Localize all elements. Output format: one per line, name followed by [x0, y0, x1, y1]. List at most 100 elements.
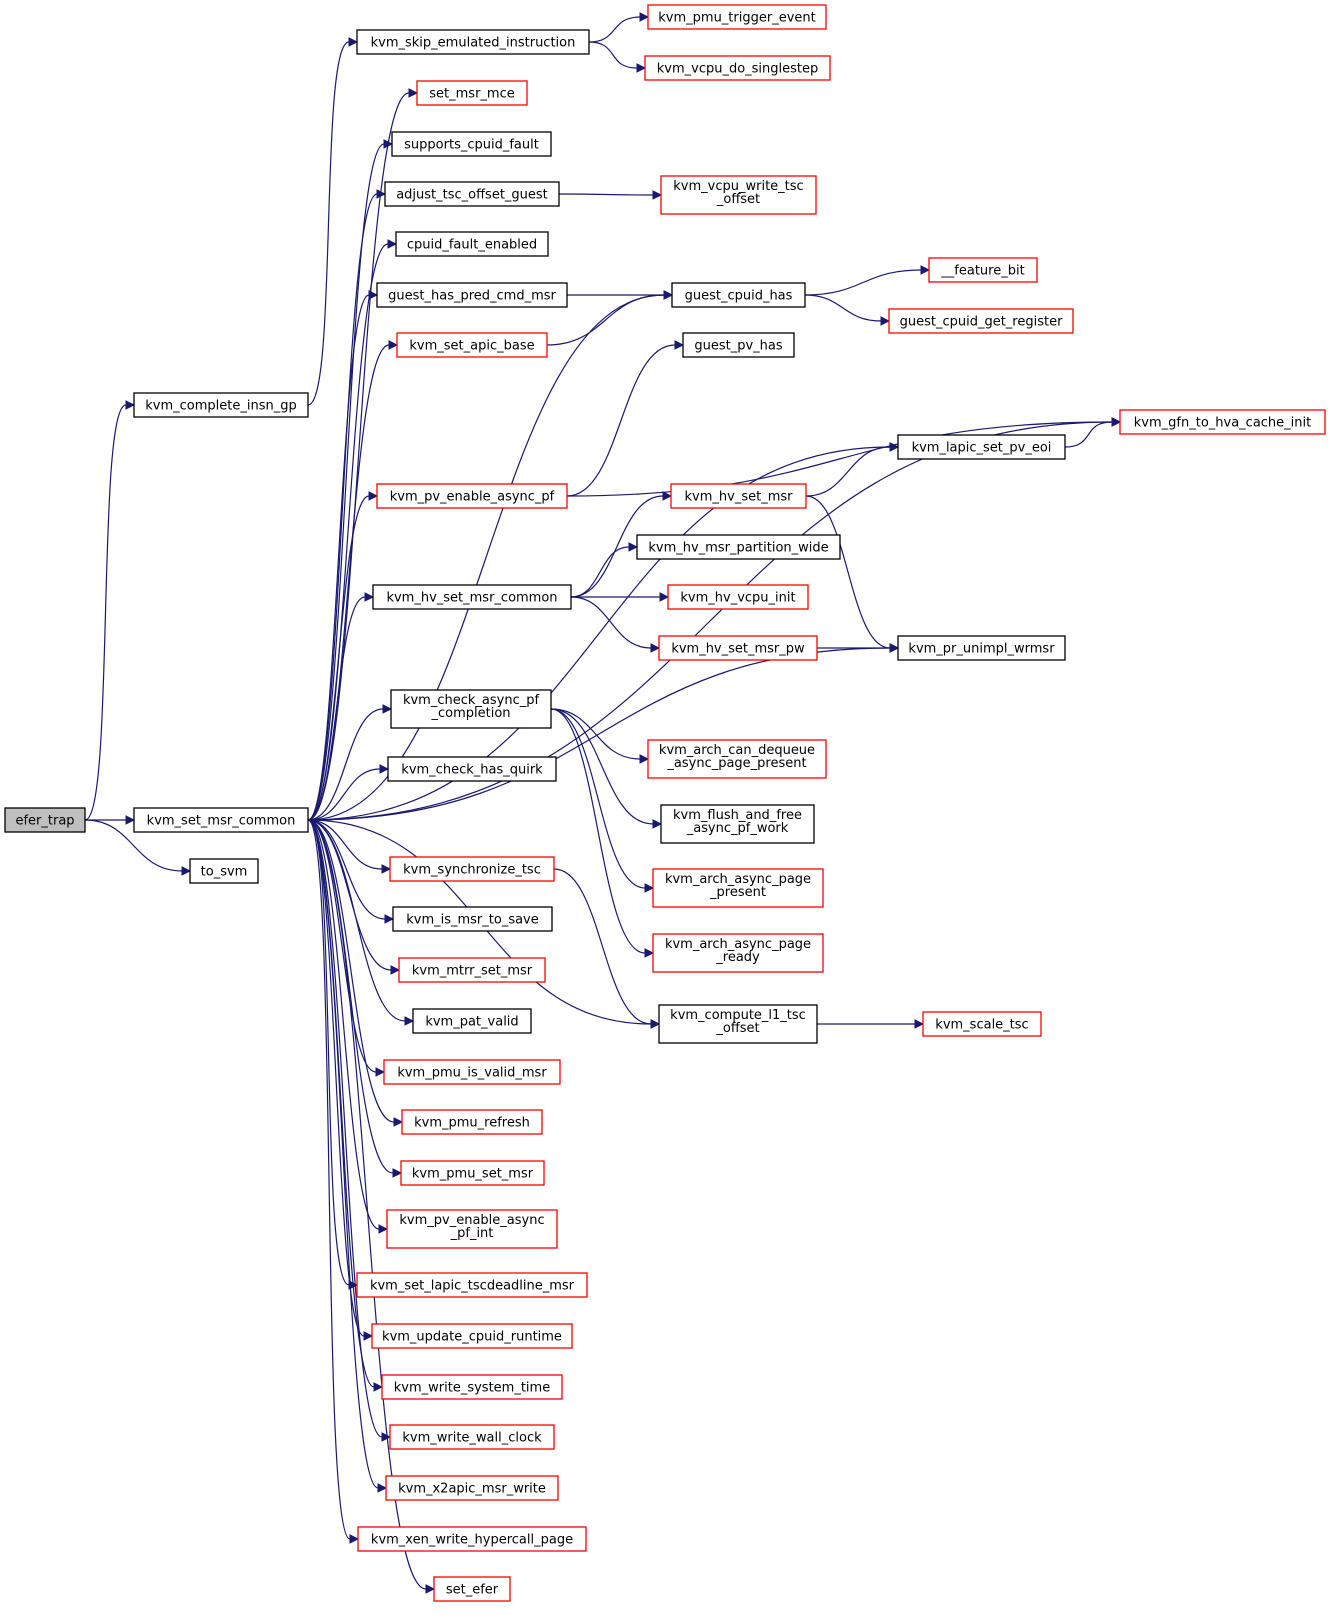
node-box [658, 635, 818, 661]
function-node-kvm-flush-and-free-async-pf-work[interactable]: kvm_flush_and_free_async_pf_work [660, 804, 815, 844]
node-label: kvm_check_has_quirk [401, 763, 543, 778]
function-node-kvm-pmu-set-msr[interactable]: kvm_pmu_set_msr [400, 1160, 545, 1186]
function-node-kvm-write-system-time[interactable]: kvm_write_system_time [381, 1374, 563, 1400]
function-node-kvm-gfn-to-hva-cache-init[interactable]: kvm_gfn_to_hva_cache_init [1119, 409, 1326, 435]
function-node-kvm-arch-async-page-ready[interactable]: kvm_arch_async_page_ready [652, 933, 824, 973]
function-node-kvm-hv-set-msr-pw[interactable]: kvm_hv_set_msr_pw [658, 635, 818, 661]
function-node-kvm-xen-write-hypercall-page[interactable]: kvm_xen_write_hypercall_page [357, 1526, 587, 1552]
function-node-guest-cpuid-get-register[interactable]: guest_cpuid_get_register [888, 308, 1074, 334]
node-box [652, 868, 824, 908]
function-node-adjust-tsc-offset-guest[interactable]: adjust_tsc_offset_guest [384, 181, 560, 207]
function-node-kvm-check-async-pf-completion[interactable]: kvm_check_async_pf_completion [390, 689, 552, 729]
function-node-kvm-compute-l1-tsc-offset[interactable]: kvm_compute_l1_tsc_offset [658, 1004, 818, 1044]
function-node-efer-trap[interactable]: efer_trap [4, 807, 86, 833]
function-node-kvm-scale-tsc[interactable]: kvm_scale_tsc [922, 1011, 1042, 1037]
function-node-kvm-pmu-trigger-event[interactable]: kvm_pmu_trigger_event [647, 4, 827, 30]
function-node-kvm-set-lapic-tscdeadline-msr[interactable]: kvm_set_lapic_tscdeadline_msr [356, 1272, 588, 1298]
node-label: kvm_write_wall_clock [402, 1431, 542, 1446]
node-label: set_msr_mce [429, 87, 514, 102]
function-node-kvm-pv-enable-async-pf[interactable]: kvm_pv_enable_async_pf [376, 483, 568, 509]
function-node-kvm-arch-can-dequeue-async-page-present[interactable]: kvm_arch_can_dequeue_async_page_present [647, 739, 827, 779]
function-node-kvm-update-cpuid-runtime[interactable]: kvm_update_cpuid_runtime [371, 1323, 573, 1349]
node-box [922, 1011, 1042, 1037]
node-box [647, 739, 827, 779]
function-node-kvm-lapic-set-pv-eoi[interactable]: kvm_lapic_set_pv_eoi [897, 434, 1066, 460]
function-node-kvm-pat-valid[interactable]: kvm_pat_valid [412, 1008, 532, 1034]
node-label: kvm_mtrr_set_msr [412, 964, 533, 979]
call-edge [570, 542, 639, 598]
function-node-kvm-mtrr-set-msr[interactable]: kvm_mtrr_set_msr [398, 957, 546, 983]
function-node-kvm-hv-set-msr[interactable]: kvm_hv_set_msr [670, 483, 807, 509]
function-node-guest-cpuid-has[interactable]: guest_cpuid_has [671, 282, 806, 308]
function-node-supports-cpuid-fault[interactable]: supports_cpuid_fault [391, 131, 552, 157]
function-node-guest-has-pred-cmd-msr[interactable]: guest_has_pred_cmd_msr [376, 282, 568, 308]
function-node-kvm-write-wall-clock[interactable]: kvm_write_wall_clock [389, 1424, 555, 1450]
call-edge [805, 442, 900, 497]
node-box [133, 392, 309, 418]
node-label: kvm_scale_tsc [935, 1018, 1028, 1033]
node-box [667, 584, 809, 610]
function-node-kvm-x2apic-msr-write[interactable]: kvm_x2apic_msr_write [385, 1475, 559, 1501]
function-node-kvm-complete-insn-gp[interactable]: kvm_complete_insn_gp [133, 392, 309, 418]
call-edge [805, 495, 900, 653]
call-edge [307, 139, 394, 821]
call-edges [84, 12, 1122, 1594]
node-label: set_efer [446, 1583, 499, 1598]
call-edge [588, 12, 650, 43]
call-edge [550, 708, 655, 893]
node-box [398, 957, 546, 983]
function-node-kvm-pmu-refresh[interactable]: kvm_pmu_refresh [401, 1109, 543, 1135]
node-box [389, 856, 555, 882]
function-node-cpuid-fault-enabled[interactable]: cpuid_fault_enabled [395, 231, 549, 257]
function-node-set-efer[interactable]: set_efer [433, 1576, 511, 1602]
call-edge [307, 491, 379, 821]
node-box [433, 1576, 511, 1602]
call-edge [84, 400, 136, 821]
function-node-kvm-vcpu-do-singlestep[interactable]: kvm_vcpu_do_singlestep [644, 55, 831, 81]
function-node-kvm-hv-msr-partition-wide[interactable]: kvm_hv_msr_partition_wide [636, 534, 841, 560]
function-node-kvm-is-msr-to-save[interactable]: kvm_is_msr_to_save [392, 906, 553, 932]
node-label: guest_pv_has [694, 339, 783, 354]
call-edge [566, 340, 685, 497]
node-box [387, 756, 557, 782]
node-label: _async_pf_work [686, 821, 789, 836]
node-label: kvm_arch_async_page [665, 937, 811, 952]
node-label: kvm_pmu_is_valid_msr [397, 1066, 547, 1081]
function-node---feature-bit[interactable]: __feature_bit [928, 257, 1038, 283]
node-label: kvm_gfn_to_hva_cache_init [1134, 416, 1311, 431]
function-node-kvm-hv-vcpu-init[interactable]: kvm_hv_vcpu_init [667, 584, 809, 610]
node-box [372, 584, 572, 610]
function-node-to-svm[interactable]: to_svm [189, 858, 259, 884]
function-node-kvm-vcpu-write-tsc-offset[interactable]: kvm_vcpu_write_tsc_offset [660, 175, 817, 215]
node-label: adjust_tsc_offset_guest [396, 188, 548, 203]
node-box [133, 807, 309, 833]
function-node-kvm-arch-async-page-present[interactable]: kvm_arch_async_page_present [652, 868, 824, 908]
function-node-guest-pv-has[interactable]: guest_pv_has [682, 332, 795, 358]
call-edge [1064, 417, 1122, 448]
function-node-kvm-pmu-is-valid-msr[interactable]: kvm_pmu_is_valid_msr [383, 1059, 561, 1085]
node-box [400, 1160, 545, 1186]
function-node-kvm-skip-emulated-instruction[interactable]: kvm_skip_emulated_instruction [356, 29, 590, 55]
function-node-kvm-set-msr-common[interactable]: kvm_set_msr_common [133, 807, 309, 833]
call-edge [307, 819, 392, 1442]
function-node-kvm-check-has-quirk[interactable]: kvm_check_has_quirk [387, 756, 557, 782]
function-node-kvm-hv-set-msr-common[interactable]: kvm_hv_set_msr_common [372, 584, 572, 610]
node-label: kvm_vcpu_do_singlestep [657, 62, 819, 77]
function-node-kvm-set-apic-base[interactable]: kvm_set_apic_base [396, 332, 548, 358]
call-edge [307, 37, 359, 406]
node-box [384, 181, 560, 207]
node-label: to_svm [201, 865, 248, 880]
node-box [356, 1272, 588, 1298]
node-label: _present [709, 885, 766, 900]
call-edge [546, 290, 674, 346]
function-node-set-msr-mce[interactable]: set_msr_mce [416, 80, 528, 106]
function-node-kvm-synchronize-tsc[interactable]: kvm_synchronize_tsc [389, 856, 555, 882]
call-edge [307, 819, 415, 1026]
call-edge [307, 704, 393, 821]
node-label: kvm_check_async_pf [403, 693, 540, 708]
node-box [412, 1008, 532, 1034]
function-node-kvm-pv-enable-async-pf-int[interactable]: kvm_pv_enable_async_pf_int [386, 1209, 558, 1249]
function-node-kvm-pr-unimpl-wrmsr[interactable]: kvm_pr_unimpl_wrmsr [897, 635, 1066, 661]
call-edge [307, 819, 360, 1544]
